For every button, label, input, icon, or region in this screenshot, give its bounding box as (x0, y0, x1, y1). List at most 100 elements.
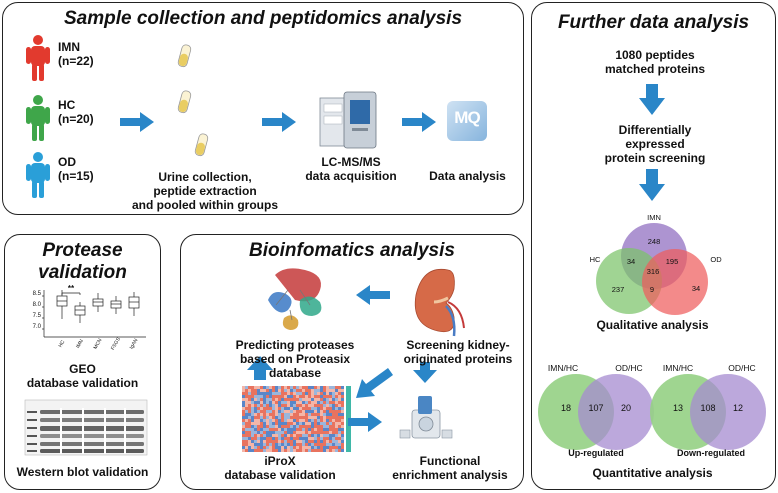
heatmap-cell (311, 386, 314, 389)
arrow-down-left-icon (356, 368, 393, 398)
heatmap-cell (272, 389, 275, 392)
heatmap-cell (272, 419, 275, 422)
heatmap-cell (242, 443, 245, 446)
heatmap-cell (332, 443, 335, 446)
heatmap-cell (263, 434, 266, 437)
heatmap-cell (290, 437, 293, 440)
heatmap-cell (275, 431, 278, 434)
heatmap-cell (311, 449, 314, 452)
heatmap-cell (260, 413, 263, 416)
heatmap-cell (338, 431, 341, 434)
heatmap-cell (293, 398, 296, 401)
heatmap-cell (284, 428, 287, 431)
heatmap-cell (317, 389, 320, 392)
heatmap-cell (329, 407, 332, 410)
venn-down-caption: Down-regulated (676, 448, 745, 458)
heatmap-cell (263, 419, 266, 422)
heatmap-cell (308, 443, 311, 446)
heatmap-cell (296, 398, 299, 401)
heatmap-cell (314, 440, 317, 443)
heatmap-cell (248, 440, 251, 443)
heatmap-cell (326, 419, 329, 422)
heatmap-cell (251, 428, 254, 431)
heatmap-cell (314, 416, 317, 419)
heatmap-cell (275, 401, 278, 404)
person-icon-imn (26, 35, 50, 81)
heatmap-cell (254, 398, 257, 401)
heatmap-cell (311, 443, 314, 446)
heatmap-cell (287, 395, 290, 398)
heatmap-cell (251, 446, 254, 449)
heatmap-cell (269, 416, 272, 419)
heatmap-cell (308, 410, 311, 413)
heatmap-cell (266, 431, 269, 434)
heatmap-cell (260, 419, 263, 422)
heatmap-cell (335, 431, 338, 434)
heatmap-cell (266, 395, 269, 398)
heatmap-cell (296, 422, 299, 425)
heatmap-cell (287, 404, 290, 407)
heatmap-cell (338, 428, 341, 431)
heatmap-cell (257, 440, 260, 443)
geo-validation-label: GEO database validation (26, 362, 139, 390)
heatmap-cell (314, 398, 317, 401)
heatmap-cell (272, 410, 275, 413)
heatmap-cell (314, 443, 317, 446)
heatmap-cell (272, 413, 275, 416)
heatmap-cell (269, 392, 272, 395)
heatmap-cell (323, 389, 326, 392)
heatmap-cell (314, 431, 317, 434)
heatmap-cell (320, 425, 323, 428)
heatmap-cell (254, 389, 257, 392)
heatmap-cell (335, 413, 338, 416)
heatmap-cell (305, 449, 308, 452)
heatmap-cell (242, 422, 245, 425)
heatmap-cell (254, 413, 257, 416)
heatmap-cell (293, 425, 296, 428)
group-od-count: (n=15) (58, 169, 94, 183)
heatmap-cell (245, 446, 248, 449)
heatmap-cell (341, 437, 344, 440)
heatmap-cell (341, 395, 344, 398)
heatmap-cell (305, 404, 308, 407)
person-icon-hc (26, 95, 50, 141)
heatmap-cell (308, 407, 311, 410)
boxplot-ytick: 8.5 (32, 291, 41, 297)
heatmap-cell (293, 410, 296, 413)
heatmap-cell (317, 422, 320, 425)
heatmap-cell (332, 446, 335, 449)
heatmap-cell (323, 398, 326, 401)
heatmap-cell (290, 428, 293, 431)
heatmap-cell (302, 437, 305, 440)
heatmap-cell (299, 419, 302, 422)
heatmap-cell (290, 404, 293, 407)
heatmap-cell (308, 428, 311, 431)
heatmap-cell (257, 428, 260, 431)
heatmap-cell (299, 392, 302, 395)
heatmap-cell (284, 437, 287, 440)
heatmap-cell (335, 437, 338, 440)
heatmap-cell (335, 425, 338, 428)
heatmap-cell (254, 437, 257, 440)
heatmap-cell (260, 416, 263, 419)
heatmap-cell (281, 440, 284, 443)
heatmap-cell (332, 440, 335, 443)
heatmap-cell (308, 434, 311, 437)
heatmap-cell (284, 386, 287, 389)
heatmap-cell (305, 425, 308, 428)
heatmap-cell (248, 419, 251, 422)
heatmap-cell (302, 449, 305, 452)
heatmap-cell (242, 440, 245, 443)
heatmap-cell (242, 398, 245, 401)
heatmap-cell (314, 449, 317, 452)
heatmap-cell (293, 440, 296, 443)
heatmap-cell (320, 443, 323, 446)
heatmap-cell (326, 437, 329, 440)
heatmap-cell (323, 446, 326, 449)
heatmap-cell (281, 425, 284, 428)
heatmap-cell (278, 398, 281, 401)
heatmap-cell (242, 410, 245, 413)
heatmap-cell (290, 413, 293, 416)
heatmap-cell (329, 404, 332, 407)
heatmap-cell (311, 440, 314, 443)
